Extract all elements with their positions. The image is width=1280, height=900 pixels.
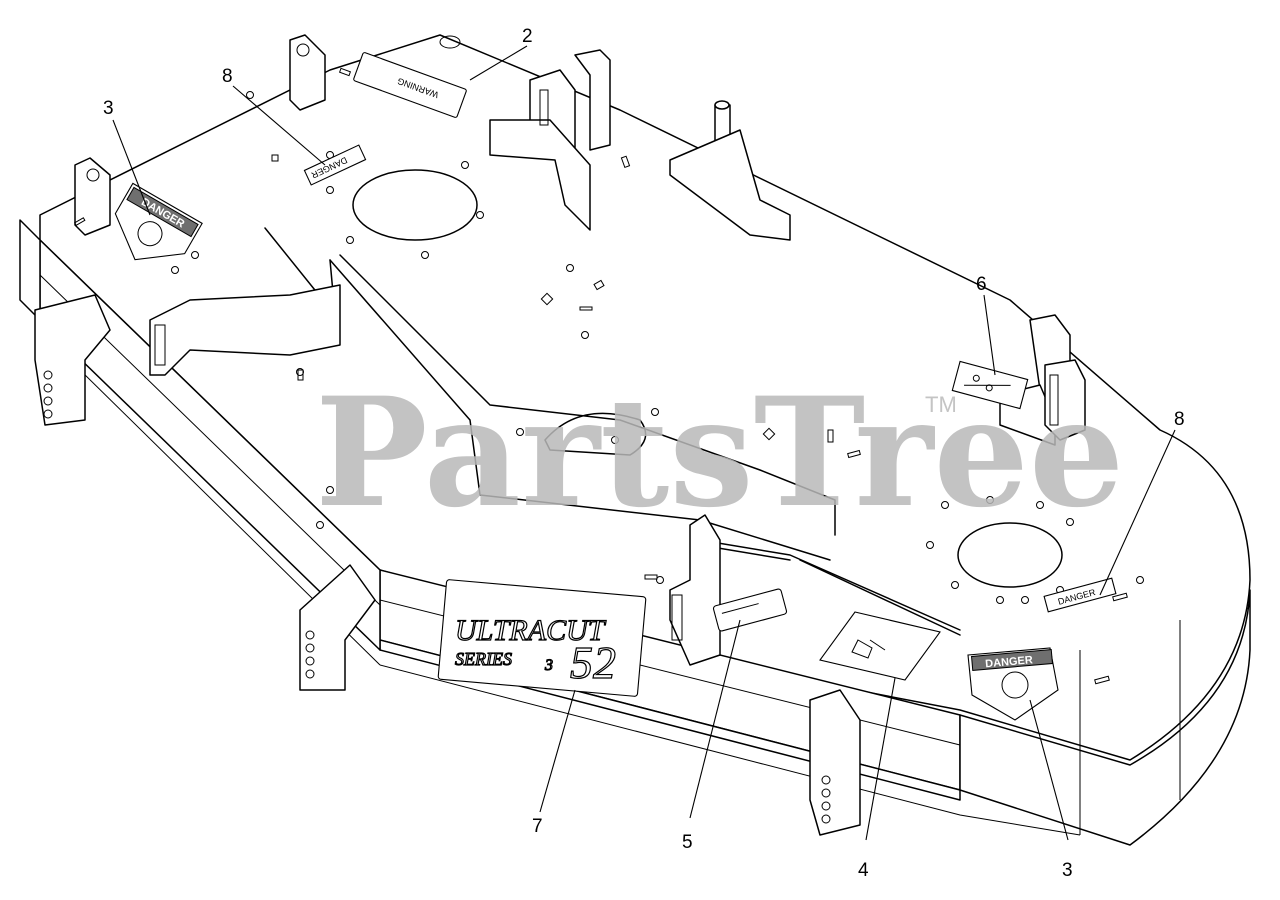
callout-3-upper: 3 — [103, 98, 114, 119]
spindle-holes — [352, 169, 1063, 588]
front-brackets — [669, 514, 861, 836]
deck-slots — [73, 67, 1128, 685]
decal-danger-big-right: DANGER — [967, 647, 1059, 721]
callout-4: 4 — [858, 860, 869, 881]
decal-danger-big-right-text: DANGER — [985, 654, 1034, 670]
callout-2: 2 — [522, 26, 533, 47]
logo-brand: ULTRACUT — [455, 614, 607, 647]
decal-danger-small-right: DANGER — [1043, 577, 1117, 613]
callout-3-right: 3 — [1062, 860, 1073, 881]
right-spindle-hole — [957, 522, 1063, 588]
callouts: 2 8 3 6 8 7 5 4 3 — [103, 26, 1185, 881]
callout-8-right: 8 — [1174, 409, 1185, 430]
decal-item-6 — [951, 360, 1029, 410]
callout-5: 5 — [682, 832, 693, 853]
logo-series: SERIES — [455, 649, 512, 669]
top-center-bracket — [439, 35, 611, 231]
decal-warning: WARNING — [353, 52, 467, 118]
rear-pivot — [669, 100, 791, 241]
left-rear-bracket — [74, 34, 341, 376]
logo-series-num: 3 — [544, 657, 553, 674]
ultracut-logo: ULTRACUT SERIES 3 52 — [437, 579, 647, 697]
front-bracket-holes — [821, 775, 831, 824]
decal-item-4 — [819, 611, 941, 681]
bolt-holes — [171, 91, 1144, 604]
callout-7: 7 — [532, 816, 543, 837]
callout-6: 6 — [976, 274, 987, 295]
watermark-tm: TM — [925, 392, 957, 417]
right-bracket — [999, 314, 1086, 446]
decal-danger-big-upper: DANGER — [114, 182, 203, 261]
decal-item-5 — [712, 588, 788, 632]
callout-8-upper: 8 — [222, 66, 233, 87]
center-spindle-hole — [544, 412, 647, 456]
logo-model: 52 — [570, 637, 616, 688]
left-gauge-brackets — [34, 294, 376, 691]
baffle-channel — [264, 227, 961, 636]
left-spindle-hole — [352, 169, 478, 241]
